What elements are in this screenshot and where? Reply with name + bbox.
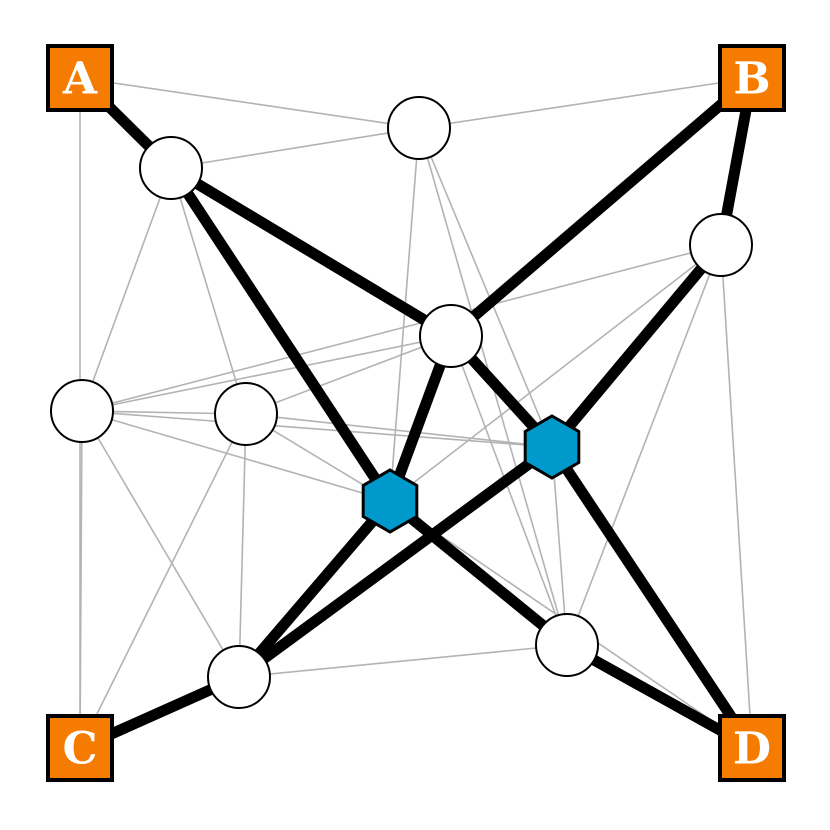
graph-node-n6 (214, 382, 278, 446)
terminal-node-A: A (46, 44, 114, 112)
light-edge-n1-n5 (81, 167, 172, 412)
terminal-node-D: D (718, 714, 786, 782)
light-edge-n2-S2 (418, 127, 553, 448)
terminal-box-C (46, 714, 114, 782)
light-edge-n6-C (79, 413, 247, 749)
light-edge-n3-S1 (389, 244, 722, 502)
light-edge-n6-S2 (245, 413, 553, 448)
light-edge-n8-n7 (238, 644, 568, 678)
terminal-label-C: C (62, 724, 97, 775)
steiner-tree-edge-n1-n4 (165, 162, 457, 342)
steiner-tree-edge-S1-n8 (233, 495, 396, 683)
steiner-tree-edge-S1-n7 (384, 495, 573, 651)
nodes-layer: A B C D (46, 44, 786, 782)
light-edge-n4-n5 (81, 335, 452, 412)
graph-node-n3 (689, 213, 753, 277)
steiner-node-S2 (523, 414, 581, 480)
terminal-node-B: B (718, 44, 786, 112)
light-edge-n5-C (79, 410, 83, 749)
terminal-label-D: D (733, 724, 771, 775)
light-edge-S2-n5 (81, 410, 553, 448)
light-edge-n1-n2 (170, 127, 420, 169)
light-edge-A-n2 (79, 77, 420, 129)
steiner-tree-edge-n1-S1 (165, 162, 396, 507)
graph-node-n8 (207, 645, 271, 709)
terminal-box-D (718, 714, 786, 782)
graph-node-n1 (139, 136, 203, 200)
graph-node-n5 (50, 379, 114, 443)
light-edge-n3-n7 (566, 244, 722, 646)
light-edge-n1-n6 (170, 167, 247, 415)
steiner-tree-edge-n4-B (445, 72, 758, 342)
light-edges-layer (79, 77, 753, 749)
steiner-tree-edge-S2-n8 (233, 441, 558, 683)
light-edge-n4-n6 (245, 335, 452, 415)
steiner-node-S1 (361, 468, 419, 534)
steiner-tree-edge-n3-S2 (546, 239, 727, 453)
terminal-label-B: B (733, 54, 770, 105)
light-edge-S2-n7 (551, 446, 568, 646)
terminal-box-A (46, 44, 114, 112)
graph-node-n7 (535, 613, 599, 677)
terminal-box-B (718, 44, 786, 112)
terminal-node-C: C (46, 714, 114, 782)
light-edge-n4-n7 (450, 335, 568, 646)
graph-node-n4 (419, 304, 483, 368)
terminal-label-A: A (62, 54, 98, 105)
steiner-tree-edge-S2-D (546, 441, 758, 754)
light-edge-n5-S1 (81, 410, 391, 502)
light-edge-n3-D (720, 244, 753, 749)
light-edge-n2-B (418, 77, 753, 129)
light-edge-n6-n8 (238, 413, 247, 678)
graph-node-n2 (387, 96, 451, 160)
light-edge-n5-n8 (81, 410, 240, 678)
light-edge-n3-n5 (81, 244, 722, 412)
